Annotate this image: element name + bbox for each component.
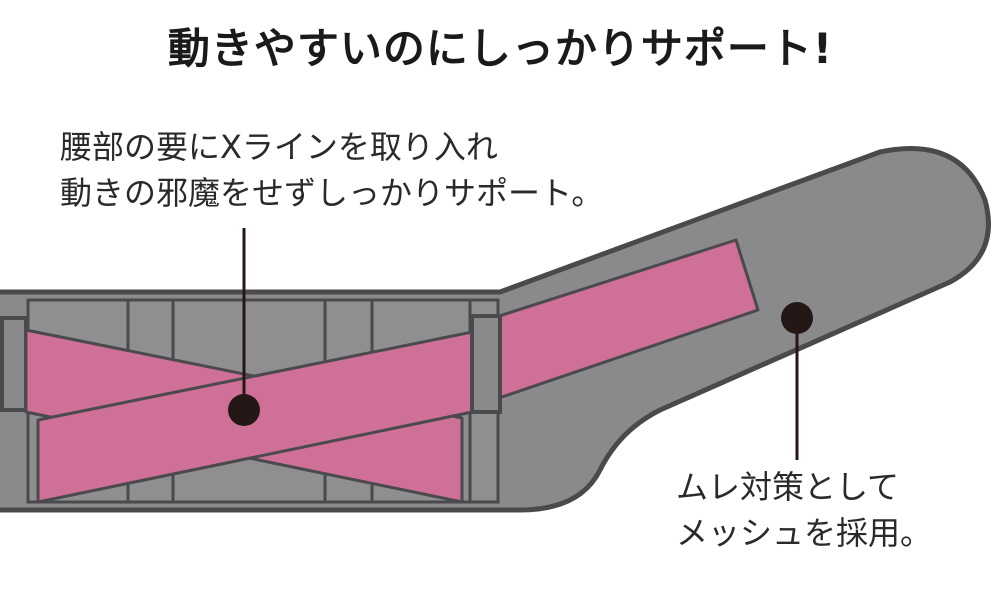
mesh-callout-line2: メッシュを採用。 xyxy=(676,514,933,552)
left-buckle xyxy=(0,316,28,412)
center-buckle xyxy=(470,314,502,414)
x-line-callout: 腰部の要にXラインを取り入れ 動きの邪魔をせずしっかりサポート。 xyxy=(60,124,603,216)
x-line-callout-line1: 腰部の要にXラインを取り入れ xyxy=(60,128,498,166)
mesh-callout-line1: ムレ対策として xyxy=(676,468,900,506)
mesh-marker-dot xyxy=(781,302,813,334)
x-line-marker-dot xyxy=(228,394,260,426)
headline-title: 動きやすいのにしっかりサポート! xyxy=(167,24,834,73)
x-line-callout-line2: 動きの邪魔をせずしっかりサポート。 xyxy=(60,174,604,212)
mesh-callout: ムレ対策として メッシュを採用。 xyxy=(676,464,932,556)
